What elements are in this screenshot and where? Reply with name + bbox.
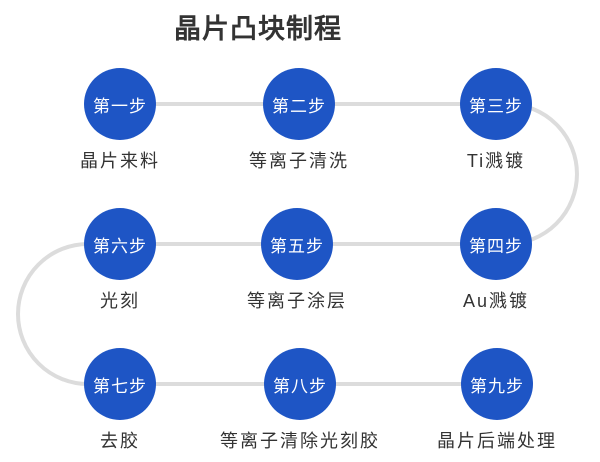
step-node-2: 第二步 等离子清洗 <box>189 68 409 173</box>
step-node-7: 第七步 去胶 <box>10 348 230 453</box>
page-title: 晶片凸块制程 <box>174 14 342 44</box>
step-process-label-7: 去胶 <box>100 431 140 451</box>
step-process-label-3: Ti溅镀 <box>466 151 526 171</box>
step-process-label-1: 晶片来料 <box>80 151 160 171</box>
step-node-9: 第九步 晶片后端处理 <box>387 348 600 453</box>
step-node-6: 第六步 光刻 <box>10 208 230 313</box>
step-circle-4: 第四步 <box>460 208 532 280</box>
step-process-label-4: Au溅镀 <box>462 291 530 311</box>
step-circle-1: 第一步 <box>84 68 156 140</box>
step-process-label-9: 晶片后端处理 <box>437 431 557 451</box>
step-process-label-8: 等离子清除光刻胶 <box>220 431 380 451</box>
step-circle-3: 第三步 <box>460 68 532 140</box>
step-node-3: 第三步 Ti溅镀 <box>386 68 600 173</box>
step-process-label-6: 光刻 <box>100 291 140 311</box>
step-circle-5: 第五步 <box>261 208 333 280</box>
step-circle-7: 第七步 <box>84 348 156 420</box>
step-process-label-5: 等离子涂层 <box>247 291 347 311</box>
step-circle-6: 第六步 <box>84 208 156 280</box>
step-circle-8: 第八步 <box>264 348 336 420</box>
step-node-5: 第五步 等离子涂层 <box>187 208 407 313</box>
step-node-8: 第八步 等离子清除光刻胶 <box>190 348 410 453</box>
step-circle-9: 第九步 <box>461 348 533 420</box>
step-node-1: 第一步 晶片来料 <box>10 68 230 173</box>
step-process-label-2: 等离子清洗 <box>249 151 349 171</box>
step-node-4: 第四步 Au溅镀 <box>386 208 600 313</box>
step-circle-2: 第二步 <box>263 68 335 140</box>
